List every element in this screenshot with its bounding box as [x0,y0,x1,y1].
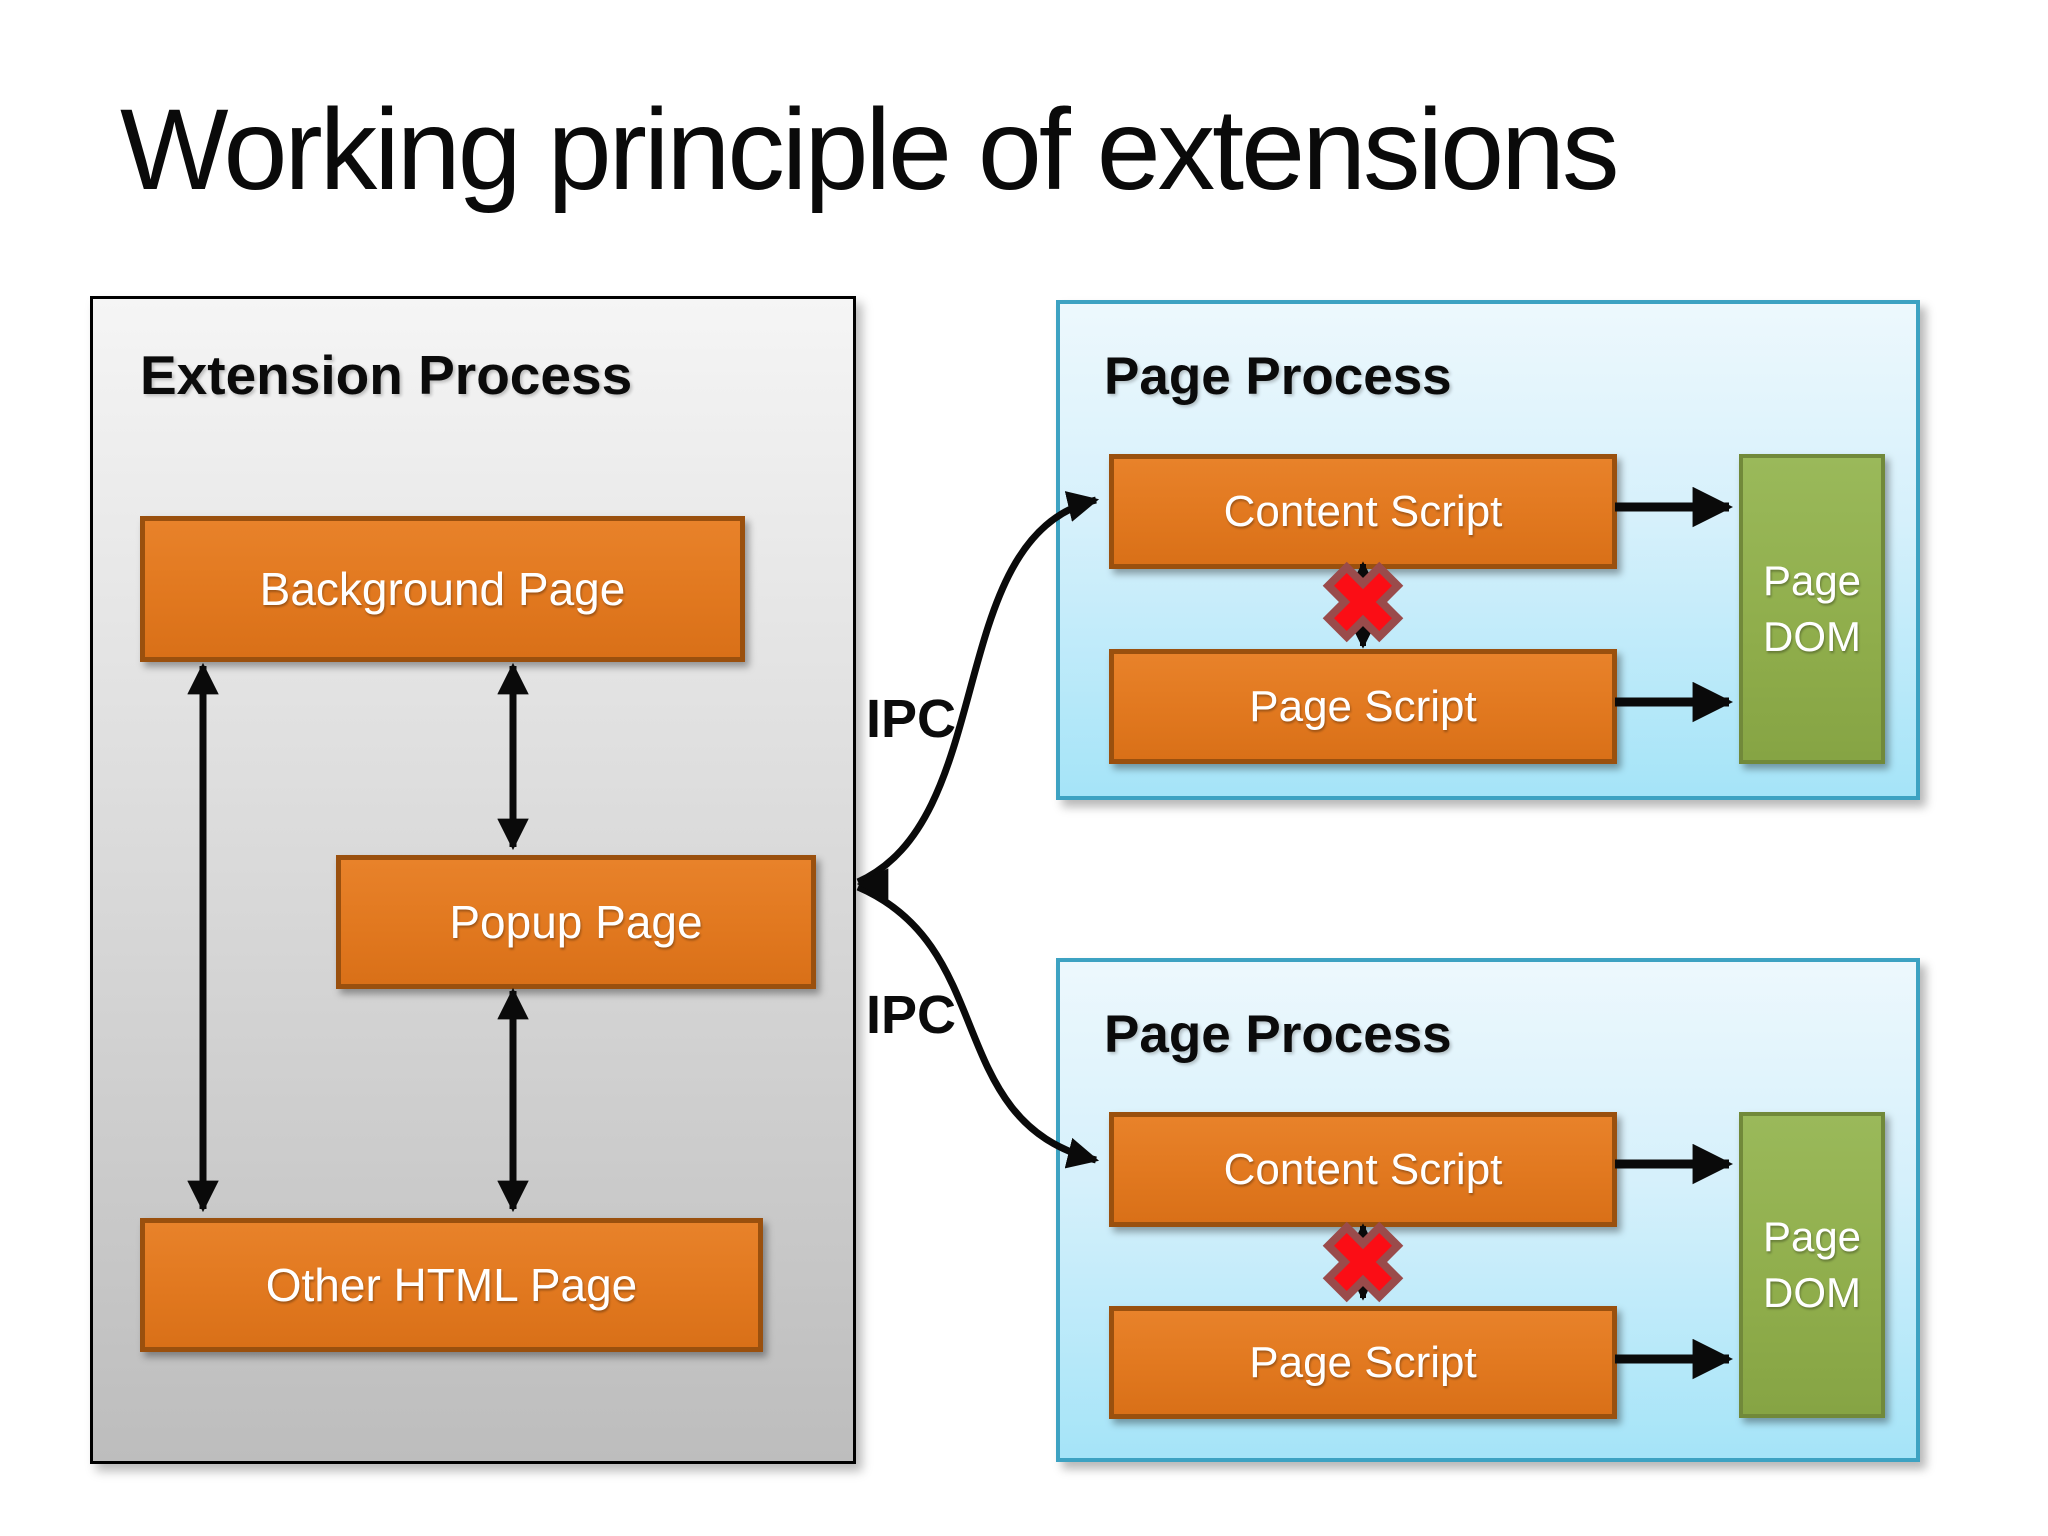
page-dom-box-bottom: Page DOM [1739,1112,1885,1418]
extension-process-box: Extension Process Background Page Popup … [90,296,856,1464]
page-process-label-bottom: Page Process [1104,1005,1452,1064]
page-dom-label-top: Page DOM [1762,557,1862,660]
popup-page-box: Popup Page [336,855,816,989]
background-page-label: Background Page [259,563,626,615]
content-script-box-top: Content Script [1109,454,1617,569]
background-page-box: Background Page [140,516,745,662]
content-script-box-bottom: Content Script [1109,1112,1617,1227]
page-script-label-top: Page Script [1249,681,1477,731]
page-dom-box-top: Page DOM [1739,454,1885,764]
other-html-page-box: Other HTML Page [140,1218,763,1352]
popup-page-label: Popup Page [449,896,703,948]
page-dom-label-bottom: Page DOM [1762,1213,1862,1316]
page-process-label-top: Page Process [1104,347,1452,406]
ipc-label-bottom: IPC [866,985,957,1045]
extension-process-label: Extension Process [140,344,633,406]
page-script-box-top: Page Script [1109,649,1617,764]
content-script-label-top: Content Script [1223,486,1503,536]
slide-title: Working principle of extensions [120,86,1620,214]
page-script-label-bottom: Page Script [1249,1337,1477,1387]
other-html-page-label: Other HTML Page [265,1259,638,1311]
content-script-label-bottom: Content Script [1223,1144,1503,1194]
page-process-box-bottom: Page Process Content Script Page Script … [1056,958,1920,1462]
page-script-box-bottom: Page Script [1109,1306,1617,1419]
ipc-label-top: IPC [866,689,957,749]
page-process-box-top: Page Process Content Script Page Script … [1056,300,1920,800]
